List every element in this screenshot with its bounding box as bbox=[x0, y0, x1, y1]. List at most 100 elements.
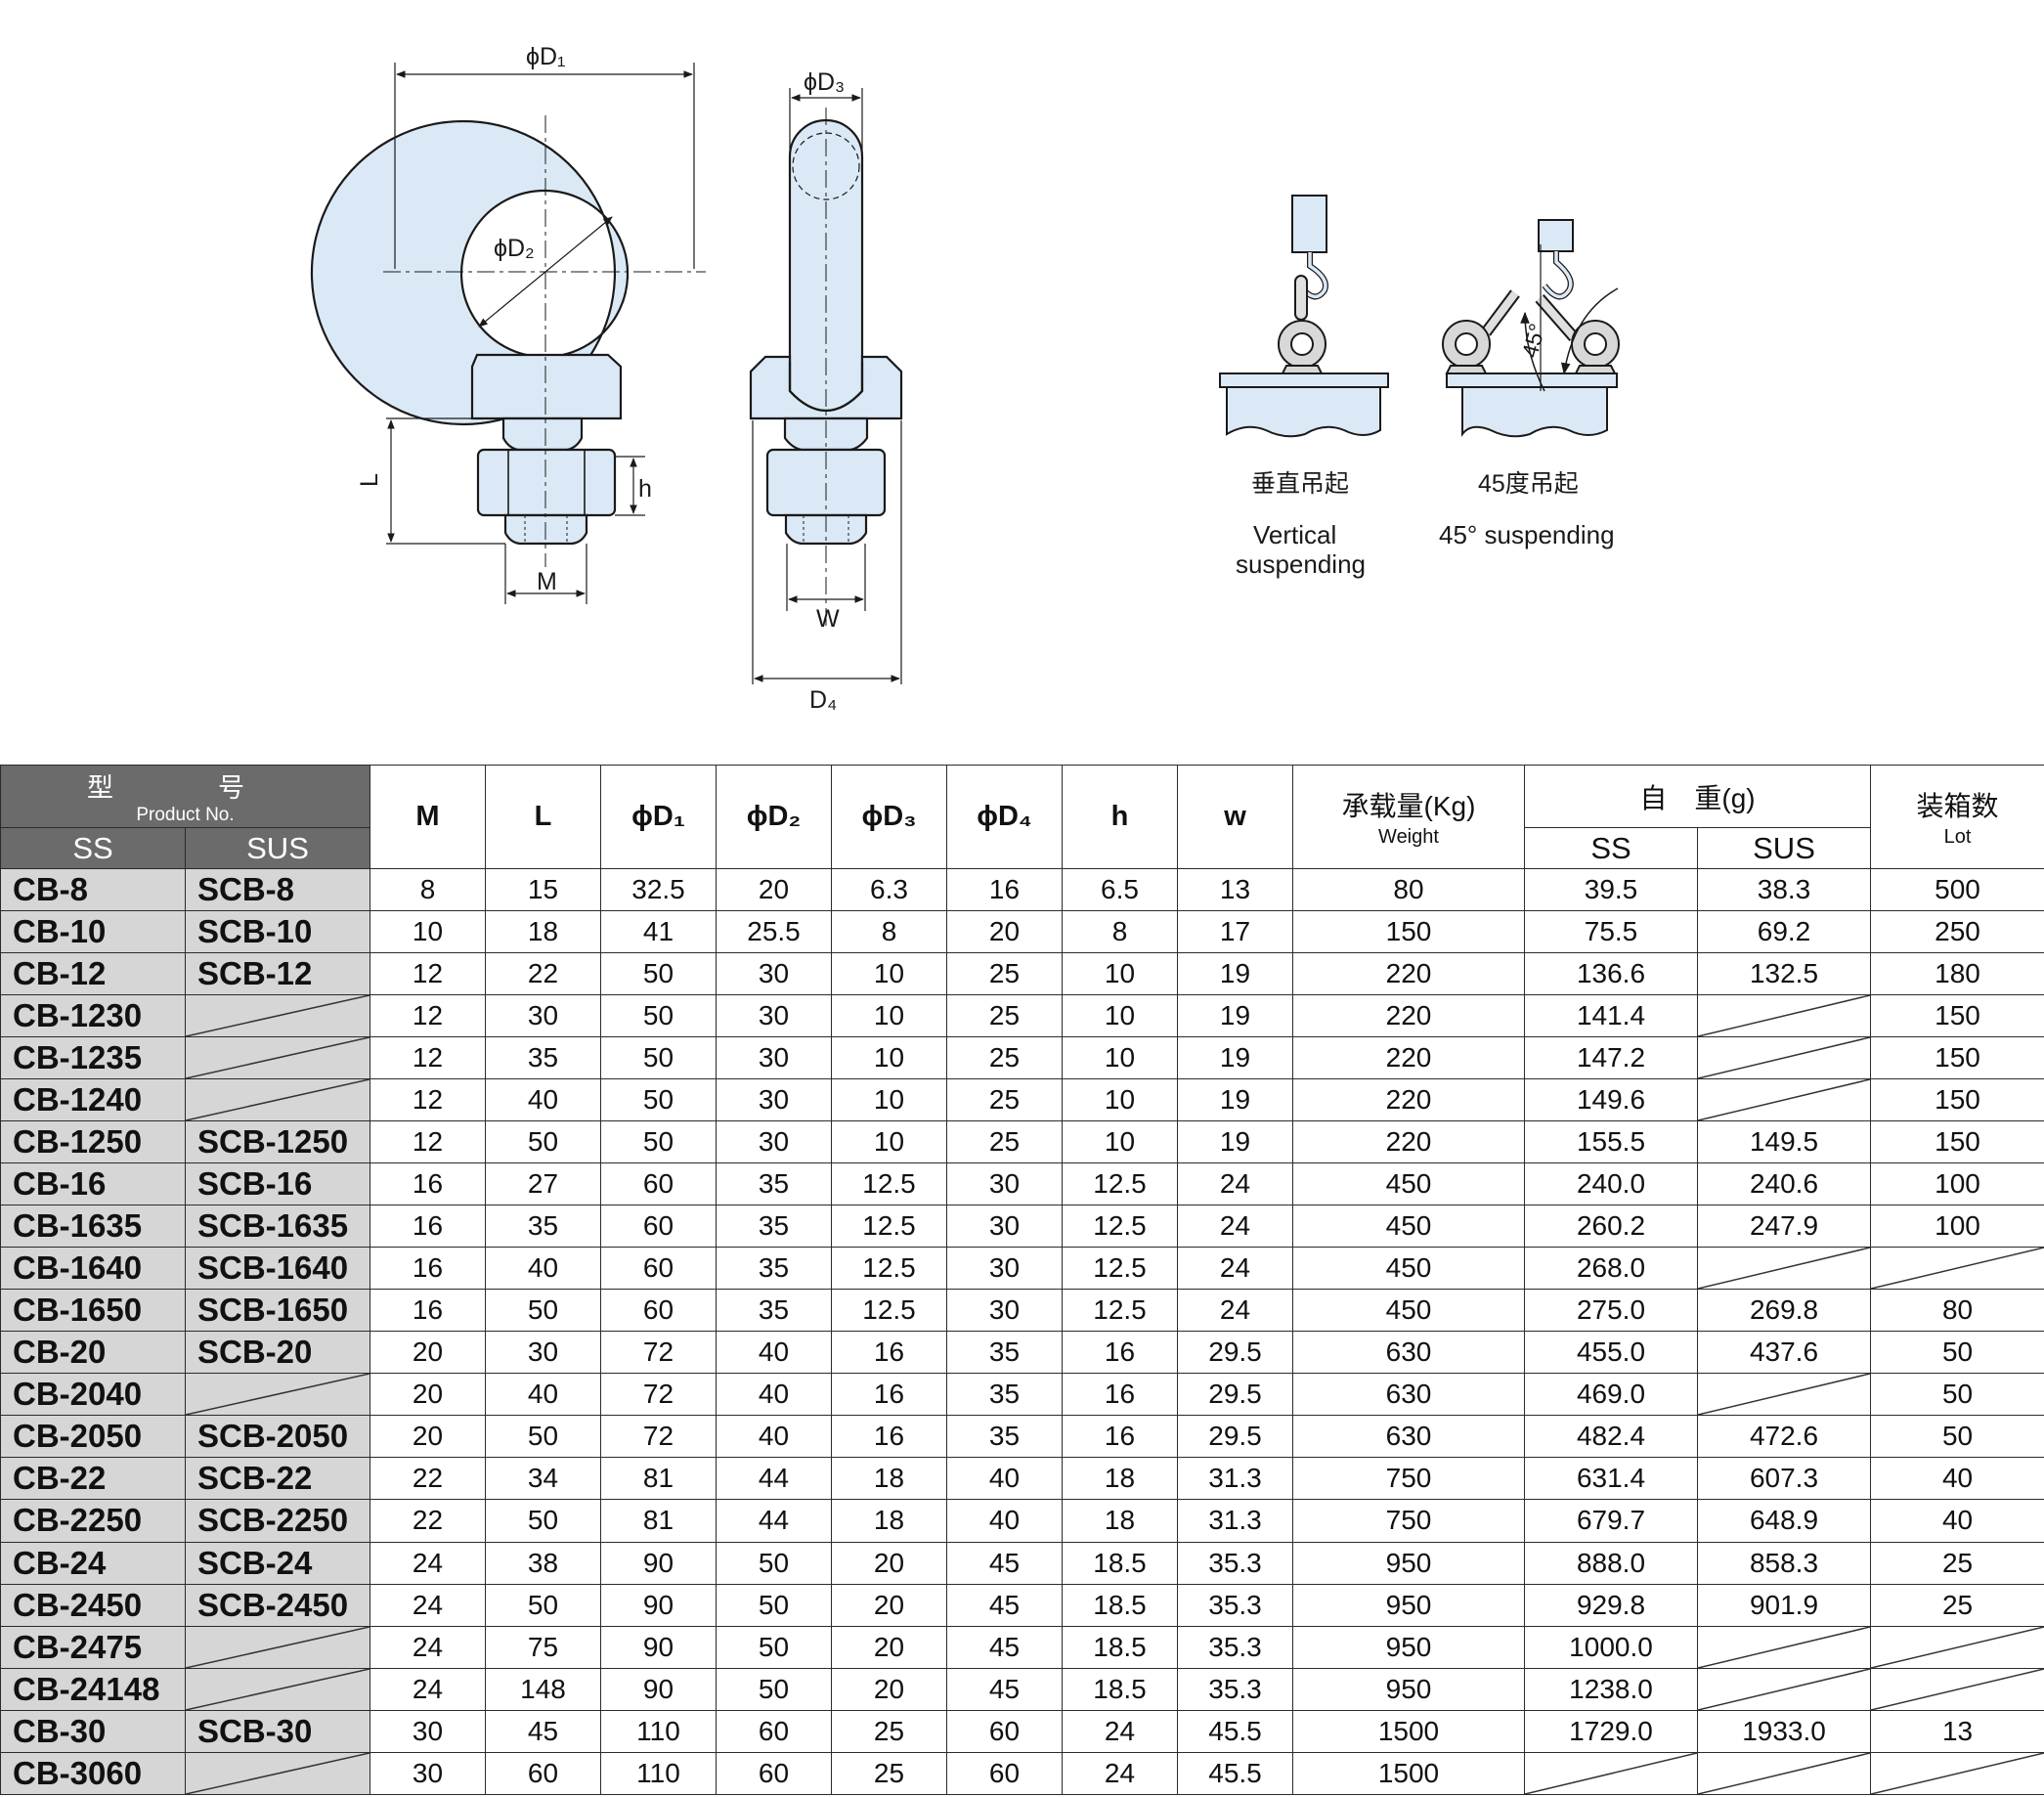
model-sus-cell: SCB-20 bbox=[185, 1331, 370, 1375]
weight-ss-cell: 260.2 bbox=[1524, 1205, 1698, 1249]
load-cell: 630 bbox=[1292, 1415, 1525, 1459]
load-cell: 750 bbox=[1292, 1499, 1525, 1543]
weight-ss-cell: 929.8 bbox=[1524, 1583, 1698, 1627]
model-sus-cell: SCB-1640 bbox=[185, 1247, 370, 1291]
d2-cell: 50 bbox=[716, 1667, 832, 1711]
m-cell: 30 bbox=[370, 1751, 486, 1796]
m-cell: 22 bbox=[370, 1499, 486, 1543]
d2-cell: 44 bbox=[716, 1457, 832, 1501]
d3-cell: 18 bbox=[831, 1457, 947, 1501]
lot-cell: 50 bbox=[1870, 1415, 2044, 1459]
weight-ss-cell: 455.0 bbox=[1524, 1331, 1698, 1375]
d4-cell: 25 bbox=[946, 1120, 1063, 1164]
d3-cell: 16 bbox=[831, 1373, 947, 1417]
d2-cell: 30 bbox=[716, 994, 832, 1038]
d4-cell: 45 bbox=[946, 1667, 1063, 1711]
d3-cell: 16 bbox=[831, 1331, 947, 1375]
header-d3: ϕD₃ bbox=[831, 765, 947, 869]
d2-cell: 30 bbox=[716, 1120, 832, 1164]
w-cell: 19 bbox=[1177, 994, 1293, 1038]
h-cell: 16 bbox=[1062, 1415, 1178, 1459]
weight-sus-cell bbox=[1696, 1667, 1872, 1711]
load-cell: 80 bbox=[1292, 867, 1525, 912]
d2-cell: 44 bbox=[716, 1499, 832, 1543]
d3-cell: 12.5 bbox=[831, 1162, 947, 1206]
d1-cell: 41 bbox=[600, 910, 717, 954]
side-ring-bottom bbox=[788, 362, 864, 413]
header-load: 承载量(Kg) Weight bbox=[1292, 765, 1525, 869]
m-cell: 16 bbox=[370, 1205, 486, 1249]
m-cell: 20 bbox=[370, 1373, 486, 1417]
d4-cell: 30 bbox=[946, 1247, 1063, 1291]
w-cell: 17 bbox=[1177, 910, 1293, 954]
m-cell: 24 bbox=[370, 1667, 486, 1711]
m-cell: 16 bbox=[370, 1247, 486, 1291]
dim-d1-label: ϕD₁ bbox=[526, 43, 566, 70]
l-cell: 50 bbox=[485, 1499, 601, 1543]
d1-cell: 81 bbox=[600, 1499, 717, 1543]
load-cell: 1500 bbox=[1292, 1709, 1525, 1753]
lot-cell: 40 bbox=[1870, 1457, 2044, 1501]
d4-cell: 30 bbox=[946, 1289, 1063, 1333]
d2-cell: 60 bbox=[716, 1751, 832, 1796]
lot-cell: 50 bbox=[1870, 1331, 2044, 1375]
h-cell: 10 bbox=[1062, 1120, 1178, 1164]
d3-cell: 25 bbox=[831, 1751, 947, 1796]
model-ss-cell: CB-2450 bbox=[0, 1583, 186, 1627]
model-sus-cell: SCB-30 bbox=[185, 1709, 370, 1753]
load-cell: 630 bbox=[1292, 1331, 1525, 1375]
lot-cell: 150 bbox=[1870, 1036, 2044, 1080]
d3-cell: 12.5 bbox=[831, 1289, 947, 1333]
d1-cell: 60 bbox=[600, 1289, 717, 1333]
model-sus-cell bbox=[185, 1625, 370, 1669]
lot-cell bbox=[1870, 1247, 2044, 1291]
m-cell: 24 bbox=[370, 1583, 486, 1627]
weight-sus-cell: 472.6 bbox=[1696, 1415, 1872, 1459]
m-cell: 20 bbox=[370, 1415, 486, 1459]
d2-cell: 35 bbox=[716, 1289, 832, 1333]
lot-cell: 80 bbox=[1870, 1289, 2044, 1333]
h-cell: 12.5 bbox=[1062, 1162, 1178, 1206]
h-cell: 10 bbox=[1062, 952, 1178, 996]
weight-ss-cell: 631.4 bbox=[1524, 1457, 1698, 1501]
load-cell: 450 bbox=[1292, 1162, 1525, 1206]
m-cell: 20 bbox=[370, 1331, 486, 1375]
d3-cell: 12.5 bbox=[831, 1247, 947, 1291]
h-cell: 8 bbox=[1062, 910, 1178, 954]
header-d1: ϕD₁ bbox=[600, 765, 717, 869]
w-cell: 35.3 bbox=[1177, 1583, 1293, 1627]
angle-caption-en: 45° suspending bbox=[1439, 520, 1615, 549]
d4-cell: 45 bbox=[946, 1541, 1063, 1585]
d1-cell: 60 bbox=[600, 1205, 717, 1249]
d3-cell: 10 bbox=[831, 952, 947, 996]
m-cell: 30 bbox=[370, 1709, 486, 1753]
d1-cell: 110 bbox=[600, 1709, 717, 1753]
h-cell: 16 bbox=[1062, 1331, 1178, 1375]
w-cell: 13 bbox=[1177, 867, 1293, 912]
d3-cell: 10 bbox=[831, 1036, 947, 1080]
d3-cell: 8 bbox=[831, 910, 947, 954]
lot-cell: 25 bbox=[1870, 1583, 2044, 1627]
load-cell: 220 bbox=[1292, 1036, 1525, 1080]
d1-cell: 50 bbox=[600, 1120, 717, 1164]
d2-cell: 35 bbox=[716, 1247, 832, 1291]
d3-cell: 20 bbox=[831, 1541, 947, 1585]
w-cell: 31.3 bbox=[1177, 1499, 1293, 1543]
dim-d4-label: D₄ bbox=[809, 686, 837, 714]
dim-l-label: L bbox=[356, 473, 383, 487]
w-cell: 29.5 bbox=[1177, 1331, 1293, 1375]
lot-cell bbox=[1870, 1751, 2044, 1796]
vertical-caption-cn: 垂直吊起 bbox=[1251, 470, 1349, 498]
shank-neck bbox=[501, 416, 584, 452]
h-cell: 10 bbox=[1062, 994, 1178, 1038]
header-d4: ϕD₄ bbox=[946, 765, 1063, 869]
lot-cell: 25 bbox=[1870, 1541, 2044, 1585]
weight-sus-cell bbox=[1696, 1751, 1872, 1796]
d1-cell: 90 bbox=[600, 1583, 717, 1627]
model-sus-cell: SCB-1635 bbox=[185, 1205, 370, 1249]
model-sus-cell: SCB-2250 bbox=[185, 1499, 370, 1543]
d1-cell: 50 bbox=[600, 1078, 717, 1122]
header-m: M bbox=[370, 765, 486, 869]
model-sus-cell bbox=[185, 1036, 370, 1080]
